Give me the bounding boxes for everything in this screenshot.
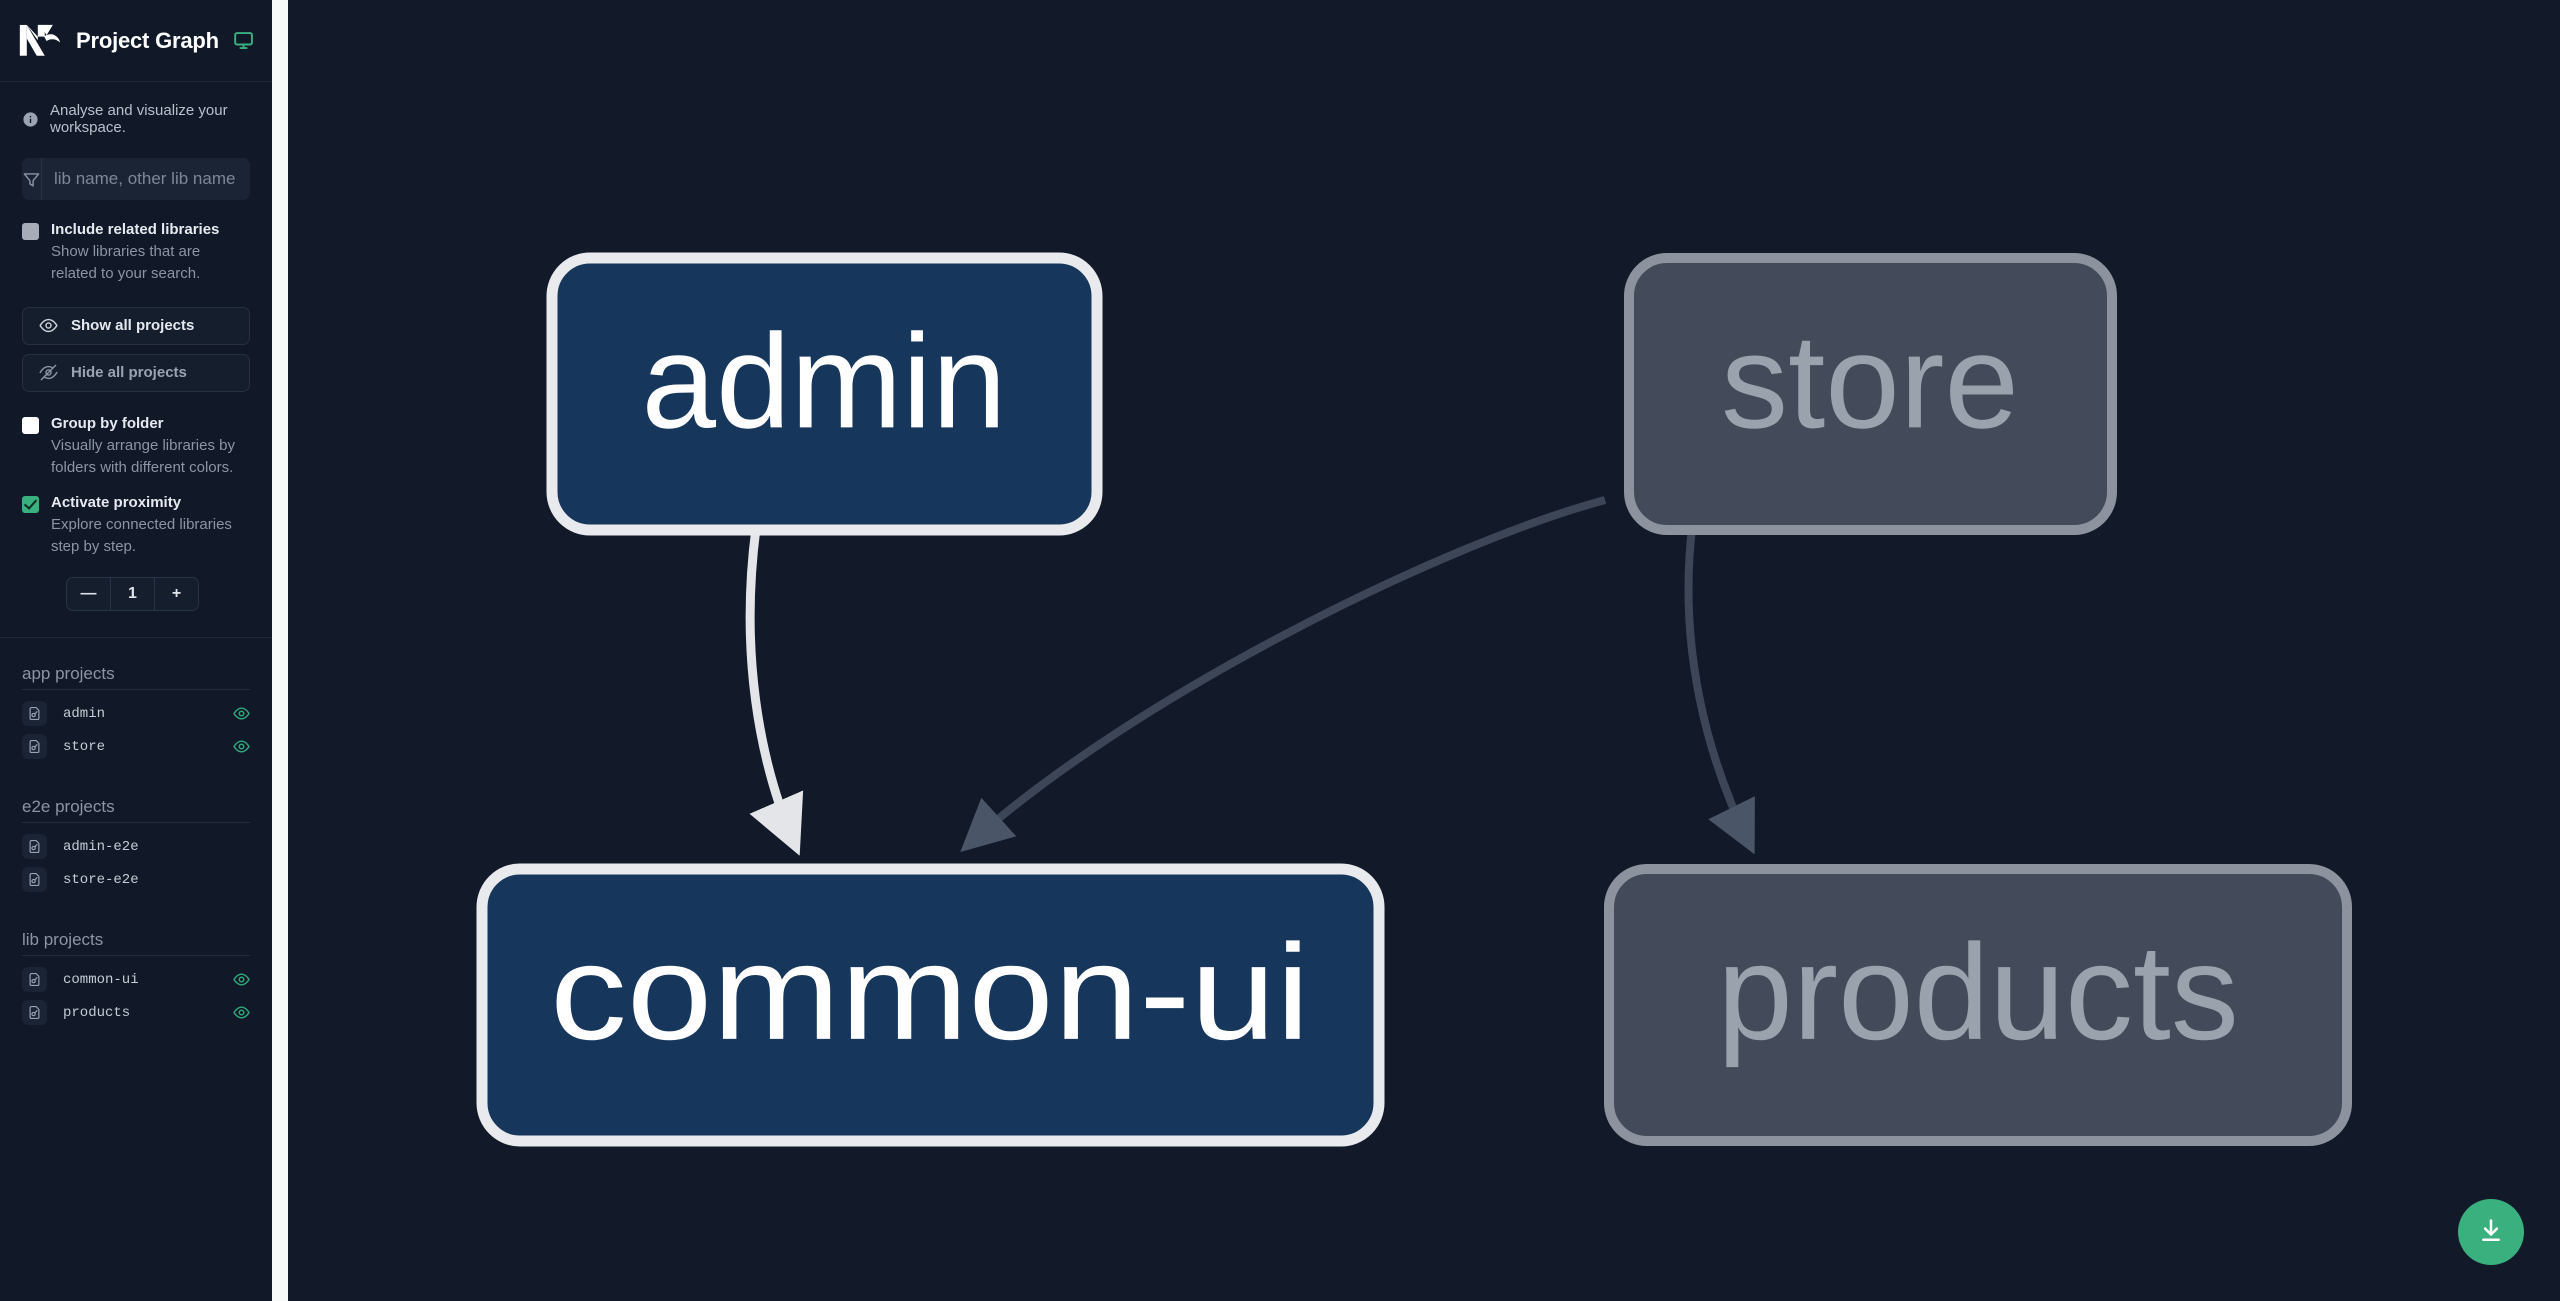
activate-proximity-checkbox[interactable] — [22, 495, 39, 513]
search-field[interactable] — [22, 158, 250, 200]
option-activate-proximity[interactable]: Activate proximity Explore connected lib… — [22, 483, 250, 562]
hide-all-projects-button[interactable]: Hide all projects — [22, 353, 250, 392]
project-visibility-toggle-common-ui[interactable] — [233, 971, 250, 988]
graph-node-admin[interactable]: admin — [546, 252, 1103, 536]
project-file-icon — [22, 967, 47, 993]
project-row-products[interactable]: products — [22, 996, 250, 1029]
tagline: Analyse and visualize your workspace. — [0, 82, 272, 136]
hide-all-projects-label: Hide all projects — [71, 364, 187, 382]
show-all-projects-button[interactable]: Show all projects — [22, 306, 250, 345]
project-file-icon — [22, 834, 47, 860]
sidebar-controls: Include related libraries Show libraries… — [0, 136, 272, 612]
node-store-label: store — [1721, 307, 2019, 456]
project-file-icon — [22, 701, 47, 727]
proximity-increment-button[interactable]: + — [154, 578, 198, 611]
node-products-label: products — [1717, 916, 2239, 1068]
visibility-buttons: Show all projects Hide all projects — [22, 306, 250, 392]
graph-nodes: admin store common-ui products — [476, 252, 2352, 1147]
project-name: common-ui — [63, 971, 139, 988]
project-row-admin-e2e[interactable]: admin-e2e — [22, 830, 250, 863]
show-all-projects-label: Show all projects — [71, 317, 195, 335]
project-row-store[interactable]: store — [22, 730, 250, 763]
project-row-store-e2e[interactable]: store-e2e — [22, 863, 250, 896]
sidebar-divider — [0, 637, 272, 639]
node-products-box[interactable] — [1604, 864, 2352, 1146]
project-name: admin-e2e — [63, 838, 139, 855]
project-name: admin — [63, 705, 106, 722]
proximity-value: 1 — [110, 578, 154, 611]
section-title-lib-projects: lib projects — [22, 896, 250, 957]
option-description: Show libraries that are related to your … — [51, 243, 201, 282]
edge-store-to-common-ui — [960, 496, 1607, 852]
node-common-ui-label: common-ui — [550, 916, 1310, 1068]
project-name: store — [63, 738, 106, 755]
graph-node-products[interactable]: products — [1604, 864, 2352, 1146]
project-graph-svg: admin store common-ui products — [476, 252, 2352, 1147]
project-name: store-e2e — [63, 871, 139, 888]
option-include-related-libraries[interactable]: Include related libraries Show libraries… — [22, 208, 250, 289]
node-common-ui-box[interactable] — [476, 863, 1385, 1147]
group-by-folder-checkbox[interactable] — [22, 416, 39, 434]
tagline-text: Analyse and visualize your workspace. — [50, 102, 228, 136]
edge-store-to-products — [1684, 527, 1755, 855]
node-admin-box[interactable] — [546, 252, 1103, 536]
eye-off-icon — [39, 363, 58, 382]
download-graph-button[interactable] — [2458, 1199, 2524, 1265]
project-visibility-toggle-products[interactable] — [233, 1004, 250, 1021]
option-group-by-folder[interactable]: Group by folder Visually arrange librari… — [22, 392, 250, 483]
section-title-app-projects: app projects — [22, 638, 250, 691]
graph-canvas[interactable]: admin store common-ui products — [288, 0, 2560, 1301]
info-icon — [22, 111, 39, 128]
page-title: Project Graph — [76, 27, 219, 53]
sidebar: Project Graph Analyse and visualize your… — [0, 0, 272, 1301]
option-label: Group by folder — [51, 414, 164, 432]
funnel-icon — [22, 158, 42, 200]
project-row-common-ui[interactable]: common-ui — [22, 963, 250, 996]
option-description: Explore connected libraries step by step… — [51, 515, 232, 555]
graph-node-common-ui[interactable]: common-ui — [476, 863, 1385, 1147]
nx-logo-icon — [18, 22, 62, 60]
project-row-admin[interactable]: admin — [22, 697, 250, 730]
eye-icon — [39, 316, 58, 335]
project-file-icon — [22, 734, 47, 760]
edge-admin-to-common-ui — [745, 527, 804, 856]
project-name: products — [63, 1004, 131, 1021]
option-label: Include related libraries — [51, 221, 220, 238]
option-label: Activate proximity — [51, 493, 182, 511]
graph-node-store[interactable]: store — [1624, 253, 2117, 535]
project-file-icon — [22, 867, 47, 893]
download-icon — [2477, 1217, 2505, 1248]
project-list: app projects admin — [0, 638, 272, 1029]
project-file-icon — [22, 1000, 47, 1026]
include-related-libraries-checkbox[interactable] — [22, 223, 39, 240]
option-description: Visually arrange libraries by folders wi… — [51, 437, 235, 476]
project-visibility-toggle-admin[interactable] — [233, 705, 250, 722]
graph-edges — [745, 496, 1755, 856]
sidebar-resize-handle[interactable] — [272, 0, 288, 1301]
sidebar-header: Project Graph — [0, 0, 272, 82]
monitor-icon[interactable] — [233, 30, 254, 52]
proximity-decrement-button[interactable]: — — [80, 585, 97, 603]
node-store-box[interactable] — [1624, 253, 2117, 535]
project-visibility-toggle-store[interactable] — [233, 738, 250, 755]
proximity-stepper[interactable]: — 1 + — [66, 577, 199, 612]
section-title-e2e-projects: e2e projects — [22, 763, 250, 824]
node-admin-label: admin — [642, 307, 1007, 456]
search-input[interactable] — [42, 158, 250, 200]
